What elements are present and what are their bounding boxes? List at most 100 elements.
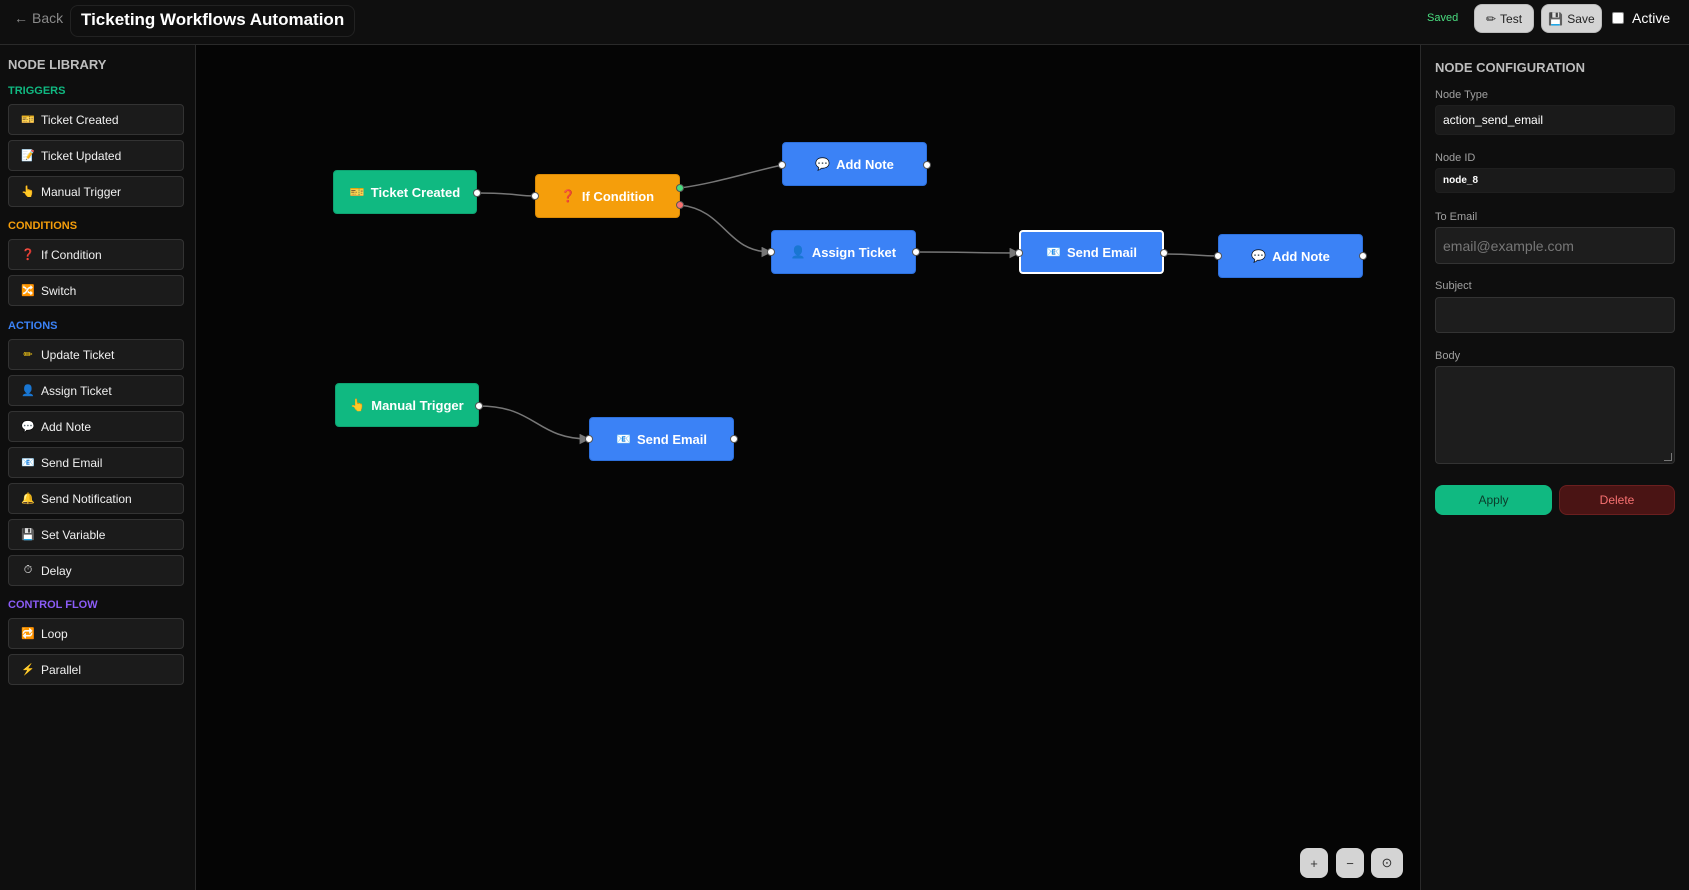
input-port[interactable] [585,435,593,443]
library-item-send-notification[interactable]: 🔔 Send Notification [8,483,184,514]
node-label: If Condition [581,188,655,204]
question-icon: ❓ [560,189,576,203]
node-label: Send Email [636,431,708,447]
fit-view-button[interactable]: ⊙ [1371,848,1403,878]
body-textarea[interactable] [1435,366,1675,464]
library-item-assign-ticket[interactable]: 👤 Assign Ticket [8,375,184,406]
test-button[interactable]: ✏ Test [1474,4,1534,33]
library-item-label: Parallel [41,662,82,677]
node-label: Send Email [1066,244,1138,260]
library-item-delay[interactable]: ⏱ Delay [8,555,184,586]
output-port-false[interactable] [676,201,684,209]
switch-icon: 🔀 [21,285,35,297]
node-library-title: NODE LIBRARY [8,57,107,72]
library-item-label: Set Variable [41,527,106,542]
workflow-title[interactable]: Ticketing Workflows Automation [70,5,356,37]
save-status: Saved [1427,12,1459,24]
pencil-icon: ✏ [1485,11,1497,26]
workflow-node-assign-ticket[interactable]: 👤 Assign Ticket [771,230,916,274]
edge-if-condition-to-add-note[interactable] [679,164,783,189]
output-port[interactable] [912,248,920,256]
config-title: NODE CONFIGURATION [1435,60,1585,75]
edge-assign-ticket-to-send-email[interactable] [915,247,1021,259]
input-port[interactable] [767,248,775,256]
delete-button[interactable]: Delete [1559,485,1675,515]
speech-bubble-icon: 💬 [1251,249,1267,263]
library-item-add-note[interactable]: 💬 Add Note [8,411,184,442]
test-label: Test [1500,11,1523,26]
pointing-hand-icon: 👆 [21,186,35,198]
library-item-parallel[interactable]: ⚡ Parallel [8,654,184,685]
arrow-left-icon: ← [14,10,28,26]
save-button[interactable]: 💾 Save [1541,4,1602,33]
workflow-node-manual-trigger[interactable]: 👆 Manual Trigger [335,383,479,427]
active-toggle[interactable]: Active [1612,10,1670,26]
workflow-node-send-email-selected[interactable]: 📧 Send Email [1019,230,1164,274]
output-port[interactable] [923,161,931,169]
library-item-label: Loop [41,626,68,641]
back-button[interactable]: ← Back [14,10,63,26]
workflow-node-if-condition[interactable]: ❓ If Condition [535,174,680,218]
to-email-input[interactable]: email@example.com [1435,227,1675,264]
input-port[interactable] [1015,249,1023,257]
input-port[interactable] [531,192,539,200]
output-port[interactable] [1359,252,1367,260]
subject-input[interactable] [1435,297,1675,333]
library-item-label: Manual Trigger [41,184,122,199]
bell-icon: 🔔 [21,493,35,505]
zoom-out-button[interactable]: − [1336,848,1364,878]
workflow-node-add-note[interactable]: 💬 Add Note [782,142,927,186]
library-item-ticket-created[interactable]: 🎫 Ticket Created [8,104,184,135]
workflow-node-add-note-2[interactable]: 💬 Add Note [1218,234,1363,278]
library-item-if-condition[interactable]: ❓ If Condition [8,239,184,270]
ticket-icon: 🎫 [21,114,35,126]
top-bar: ← Back Ticketing Workflows Automation Sa… [0,0,1689,45]
save-label: Save [1567,11,1595,26]
node-label: Manual Trigger [371,397,464,413]
user-icon: 👤 [790,245,806,259]
library-item-manual-trigger[interactable]: 👆 Manual Trigger [8,176,184,207]
edge-ticket-created-to-if-condition[interactable] [476,192,536,197]
library-item-set-variable[interactable]: 💾 Set Variable [8,519,184,550]
to-email-label: To Email [1435,211,1478,223]
apply-button[interactable]: Apply [1435,485,1552,515]
category-conditions: CONDITIONS [8,220,78,232]
input-port[interactable] [778,161,786,169]
node-type-value: action_send_email [1435,105,1675,135]
lightning-icon: ⚡ [21,664,35,676]
pointing-hand-icon: 👆 [350,398,366,412]
library-item-label: Send Email [41,455,103,470]
category-control-flow: CONTROL FLOW [8,599,98,611]
output-port[interactable] [730,435,738,443]
subject-label: Subject [1435,280,1472,292]
edge-send-email-to-add-note[interactable] [1163,253,1219,257]
library-item-update-ticket[interactable]: ✏ Update Ticket [8,339,184,370]
library-item-label: Send Notification [41,491,132,506]
input-port[interactable] [1214,252,1222,260]
workflow-node-ticket-created[interactable]: 🎫 Ticket Created [333,170,477,214]
edge-manual-trigger-to-send-email[interactable] [478,405,591,445]
output-port-true[interactable] [676,184,684,192]
library-item-loop[interactable]: 🔁 Loop [8,618,184,649]
library-item-send-email[interactable]: 📧 Send Email [8,447,184,478]
edge-if-condition-to-assign-ticket[interactable] [679,204,773,258]
library-item-ticket-updated[interactable]: 📝 Ticket Updated [8,140,184,171]
workflow-node-send-email[interactable]: 📧 Send Email [589,417,734,461]
node-label: Add Note [836,156,894,172]
pencil-icon: ✏ [23,349,33,361]
output-port[interactable] [1160,249,1168,257]
category-triggers: TRIGGERS [8,85,66,97]
active-checkbox[interactable] [1612,12,1624,24]
resize-handle[interactable] [1664,453,1672,461]
back-label: Back [32,10,64,26]
zoom-in-button[interactable]: + [1300,848,1328,878]
body-label: Body [1435,350,1461,362]
edges-layer [476,164,1219,445]
node-configuration-panel: NODE CONFIGURATION Node Type action_send… [1420,45,1689,890]
output-port[interactable] [475,402,483,410]
user-icon: 👤 [21,385,35,397]
output-port[interactable] [473,189,481,197]
library-item-switch[interactable]: 🔀 Switch [8,275,184,306]
speech-bubble-icon: 💬 [21,421,35,433]
workflow-canvas[interactable]: 🎫 Ticket Created ❓ If Condition 💬 Add No… [196,45,1420,890]
